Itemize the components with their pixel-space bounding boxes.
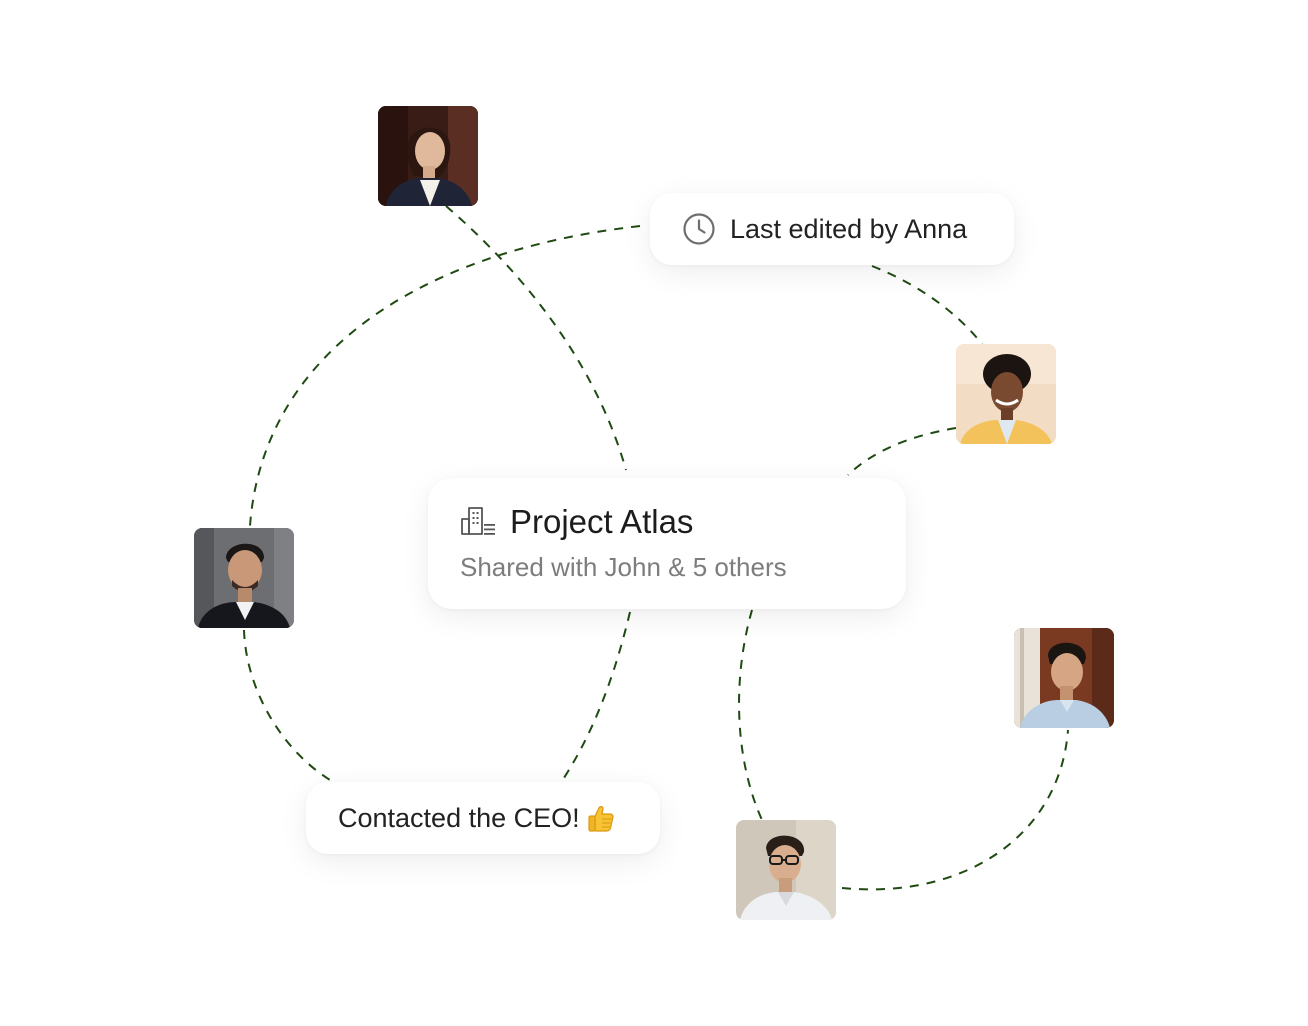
connector-card-to-bottom-avatar <box>739 610 762 820</box>
connector-bottom-avatars <box>842 730 1068 889</box>
project-card[interactable]: Project Atlas Shared with John & 5 other… <box>428 478 906 609</box>
project-title: Project Atlas <box>510 503 693 541</box>
clock-icon <box>682 212 716 246</box>
person-photo-icon <box>736 820 836 920</box>
avatar-woman-dark-blazer <box>378 106 478 206</box>
avatar-woman-yellow-jacket <box>956 344 1056 444</box>
last-edited-text: Last edited by Anna <box>730 214 967 245</box>
thumbs-up-icon <box>586 803 616 833</box>
person-photo-icon <box>1014 628 1114 728</box>
avatar-man-glasses <box>736 820 836 920</box>
connector-left-avatar-to-comment <box>244 630 330 780</box>
last-edited-chip: Last edited by Anna <box>650 193 1014 265</box>
connector-avatar-to-card <box>848 428 956 475</box>
project-shared-with: Shared with John & 5 others <box>460 552 876 583</box>
project-header: Project Atlas <box>460 500 876 544</box>
connector-chip-to-avatar <box>872 266 982 344</box>
building-icon <box>460 505 496 539</box>
person-photo-icon <box>956 344 1056 444</box>
comment-chip: Contacted the CEO! <box>306 782 660 854</box>
comment-text: Contacted the CEO! <box>338 803 580 834</box>
connector-card-to-comment <box>560 612 630 784</box>
avatar-man-dark-suit <box>194 528 294 628</box>
person-photo-icon <box>194 528 294 628</box>
avatar-man-blue-shirt <box>1014 628 1114 728</box>
person-photo-icon <box>378 106 478 206</box>
